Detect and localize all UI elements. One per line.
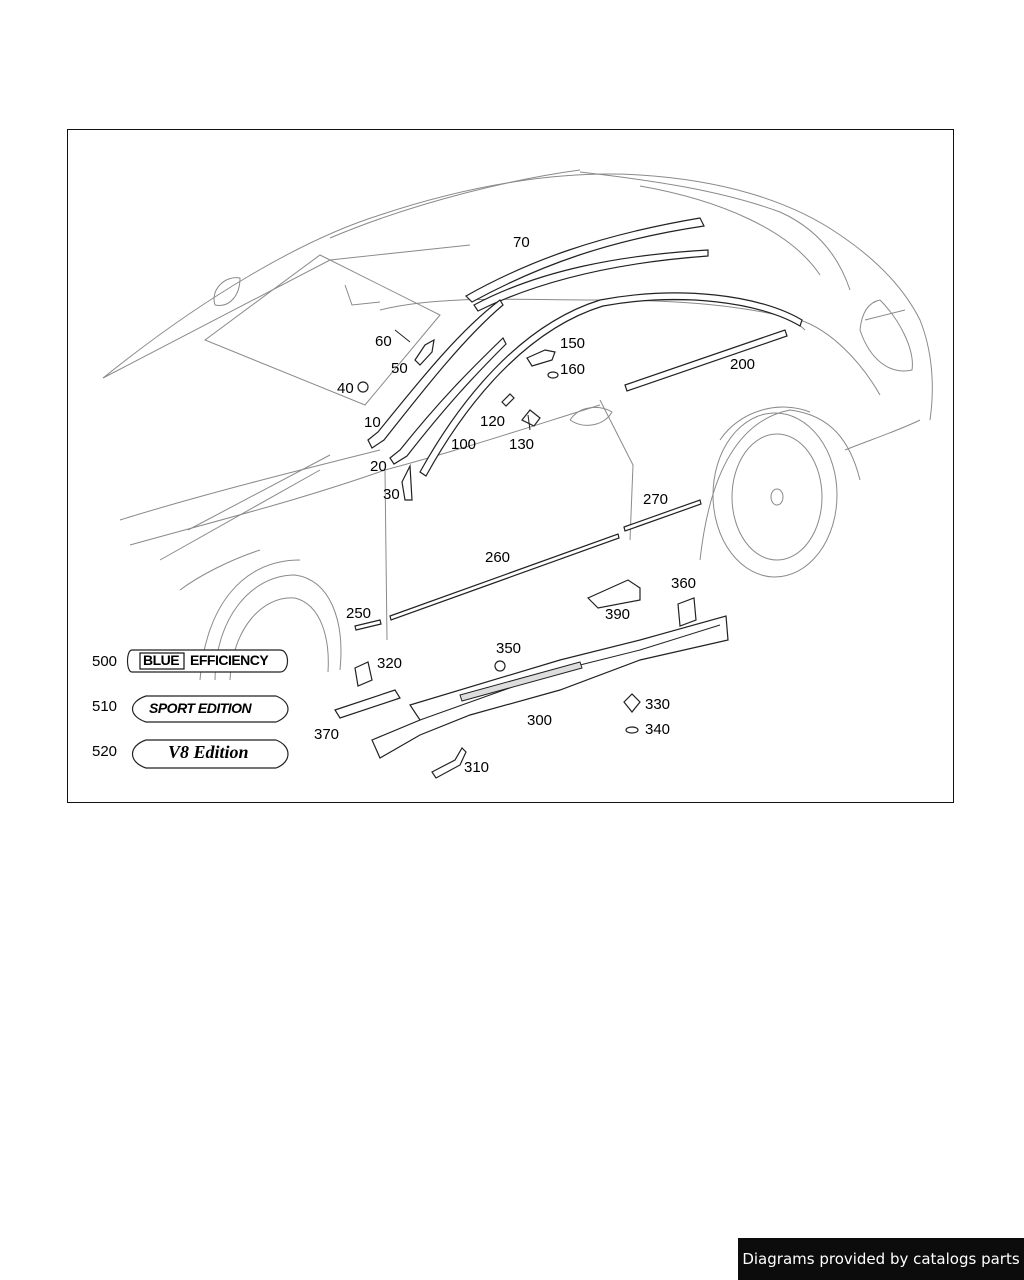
emblem-blue-efficiency: [126, 649, 289, 673]
callout-60[interactable]: 60: [375, 333, 392, 350]
callout-500[interactable]: 500: [92, 653, 118, 670]
callout-260[interactable]: 260: [485, 549, 511, 566]
credit-banner: Diagrams provided by catalogs parts: [738, 1238, 1024, 1280]
callout-30[interactable]: 30: [383, 486, 400, 503]
callout-340[interactable]: 340: [645, 721, 671, 738]
callout-270[interactable]: 270: [643, 491, 669, 508]
callout-130[interactable]: 130: [509, 436, 535, 453]
callout-520[interactable]: 520: [92, 743, 118, 760]
part-20-a-pillar-trim: [389, 336, 507, 465]
part-70b-roof-molding: [473, 249, 709, 312]
part-100-window-molding: [419, 292, 803, 477]
callout-390[interactable]: 390: [605, 606, 631, 623]
part-300-side-skirt: [371, 615, 729, 759]
badge-sport-edition-text: SPORT EDITION: [149, 700, 252, 716]
callout-330[interactable]: 330: [645, 696, 671, 713]
badge-v8-edition-text: V8 Edition: [168, 742, 249, 762]
part-30-trim: [401, 463, 413, 501]
emblems: [126, 649, 289, 769]
part-200-belt-molding: [624, 329, 788, 392]
callout-310[interactable]: 310: [464, 759, 490, 776]
badge-efficiency-text: EFFICIENCY: [190, 652, 269, 668]
callout-20[interactable]: 20: [370, 458, 387, 475]
callout-70[interactable]: 70: [513, 234, 530, 251]
callout-350[interactable]: 350: [496, 640, 522, 657]
callout-10[interactable]: 10: [364, 414, 381, 431]
callout-40[interactable]: 40: [337, 380, 354, 397]
callout-50[interactable]: 50: [391, 360, 408, 377]
callout-300[interactable]: 300: [527, 712, 553, 729]
callout-200[interactable]: 200: [730, 356, 756, 373]
small-parts: [334, 329, 729, 779]
callout-160[interactable]: 160: [560, 361, 586, 378]
part-10-a-pillar-molding: [367, 299, 504, 449]
callout-360[interactable]: 360: [671, 575, 697, 592]
emblem-sport-edition: [131, 695, 289, 723]
callout-370[interactable]: 370: [314, 726, 340, 743]
part-250-sill-strip: [354, 619, 382, 631]
emblem-v8-edition: [131, 739, 289, 769]
callout-120[interactable]: 120: [480, 413, 506, 430]
credit-text: Diagrams provided by catalogs parts: [742, 1250, 1020, 1268]
part-260-door-strip: [389, 533, 620, 621]
badge-blue-text: BLUE: [143, 652, 180, 668]
part-70-roof-molding: [465, 217, 705, 303]
blue-box: [139, 652, 185, 670]
part-270-rear-strip: [623, 499, 702, 532]
callout-320[interactable]: 320: [377, 655, 403, 672]
callout-510[interactable]: 510: [92, 698, 118, 715]
callout-250[interactable]: 250: [346, 605, 372, 622]
moldings: [354, 217, 803, 631]
callout-100[interactable]: 100: [451, 436, 477, 453]
callout-150[interactable]: 150: [560, 335, 586, 352]
